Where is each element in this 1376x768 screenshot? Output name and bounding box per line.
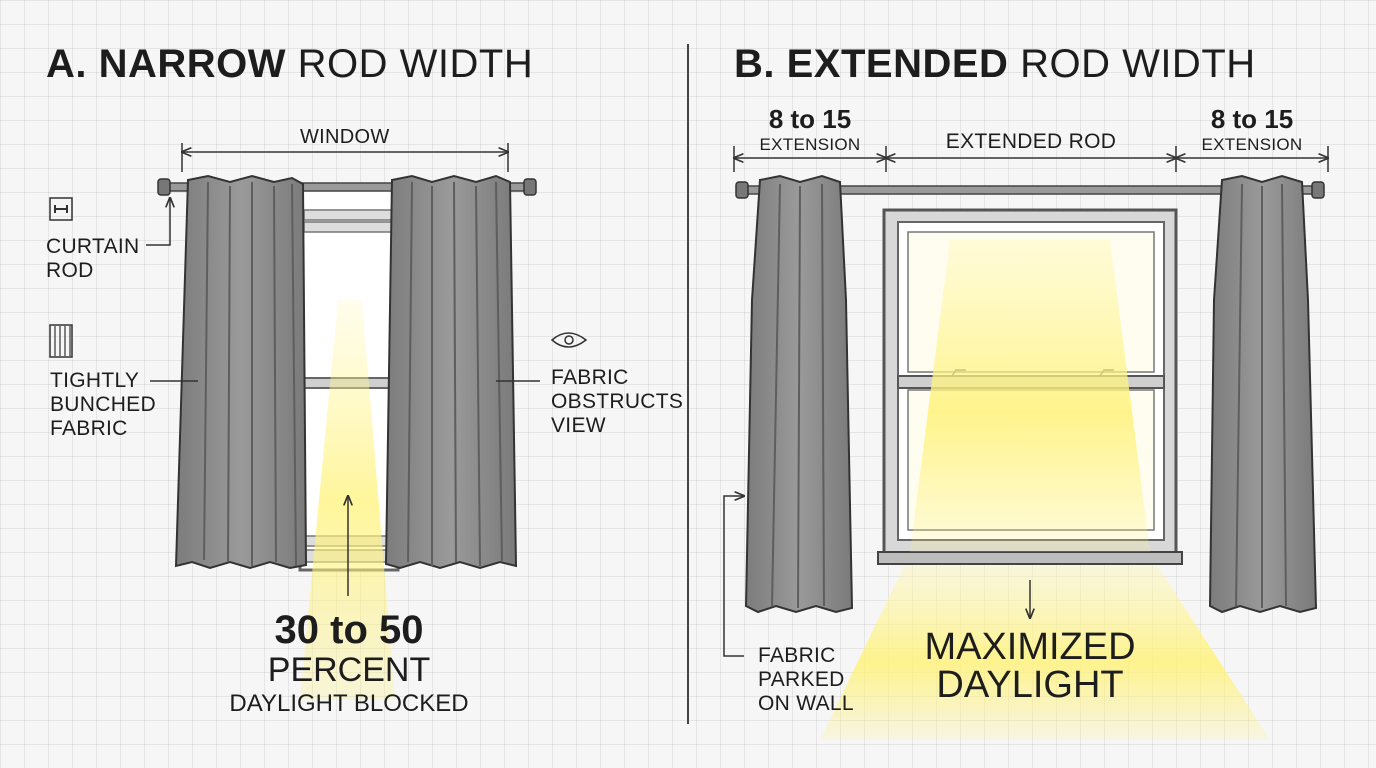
rod-leader-line	[146, 198, 170, 246]
curtain-rod-label: CURTAIN ROD	[46, 235, 140, 282]
panel-a-title: A. NARROW ROD WIDTH	[46, 42, 534, 86]
curtain-b-right	[1208, 174, 1318, 614]
fabric-obstructs-label: FABRIC OBSTRUCTS VIEW	[551, 366, 684, 437]
fabric-parked-label: FABRIC PARKED ON WALL	[758, 644, 854, 715]
fabric-icon	[49, 324, 73, 358]
light-beam-b-window	[910, 240, 1150, 552]
light-beam-b-floor	[820, 566, 1270, 740]
window-label: WINDOW	[300, 126, 390, 148]
extended-rod-label: EXTENDED ROD	[945, 130, 1117, 153]
parked-leader-line	[723, 496, 744, 657]
curtain-a-left	[174, 174, 308, 570]
curtain-a-right	[384, 174, 518, 570]
left-extension-label: 8 to 15 EXTENSION	[759, 104, 861, 154]
rod-icon	[49, 197, 73, 221]
curtain-rod-b	[735, 181, 1325, 199]
eye-icon	[550, 332, 588, 348]
tightly-bunched-label: TIGHTLY BUNCHED FABRIC	[50, 369, 156, 440]
curtain-b-left	[744, 174, 854, 614]
maximized-daylight-label: MAXIMIZED DAYLIGHT	[924, 626, 1136, 706]
panel-b-title: B. EXTENDED ROD WIDTH	[734, 42, 1256, 86]
right-extension-label: 8 to 15 EXTENSION	[1201, 104, 1303, 154]
daylight-blocked-stat: 30 to 50 PERCENT DAYLIGHT BLOCKED	[229, 608, 469, 717]
